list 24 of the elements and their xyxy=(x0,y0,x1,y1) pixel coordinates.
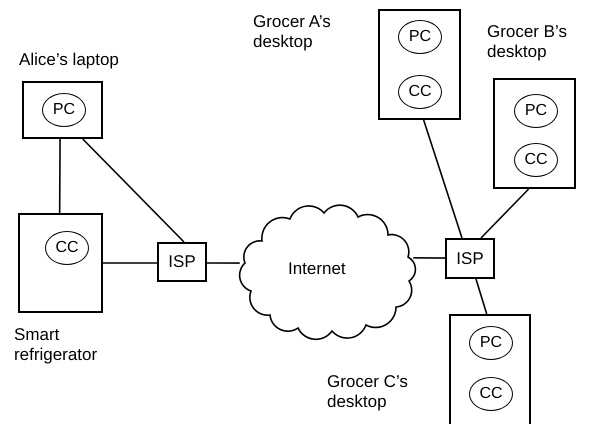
component-ellipse: CC xyxy=(469,377,513,411)
component-ellipse: CC xyxy=(45,231,89,265)
device-label: Grocer C’s desktop xyxy=(327,372,409,412)
isp-box: ISP xyxy=(157,242,207,282)
connection-line xyxy=(58,139,61,213)
connection-line xyxy=(480,188,530,239)
connection-line xyxy=(413,257,445,259)
connection-line xyxy=(207,262,240,264)
device-label: Grocer B’s desktop xyxy=(487,22,568,62)
connection-line xyxy=(422,120,463,238)
component-ellipse: PC xyxy=(42,93,86,127)
device-label: Alice’s laptop xyxy=(19,50,120,70)
connection-line xyxy=(82,138,185,243)
component-ellipse: PC xyxy=(469,326,513,360)
connection-line xyxy=(103,262,157,264)
component-ellipse: CC xyxy=(514,143,558,177)
connection-line xyxy=(475,278,488,314)
component-ellipse: PC xyxy=(398,20,442,54)
component-ellipse: PC xyxy=(514,94,558,128)
device-label: Smart refrigerator xyxy=(14,325,98,365)
isp-box: ISP xyxy=(445,238,495,279)
device-label: Grocer A’s desktop xyxy=(253,12,332,52)
component-ellipse: CC xyxy=(398,75,442,109)
cloud-label: Internet xyxy=(288,259,346,279)
